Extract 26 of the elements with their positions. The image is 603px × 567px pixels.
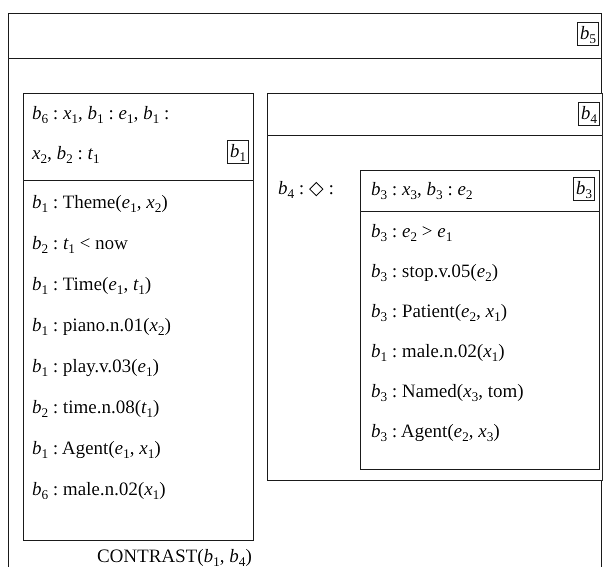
condition: b$_{2}$ : time.n.08(t$_{1}$) (32, 397, 160, 419)
box-label: b$_{5}$ (576, 22, 599, 46)
condition: b$_{1}$ : Time(e$_{1}$, t$_{1}$) (32, 274, 152, 296)
condition: b$_{1}$ : Theme(e$_{1}$, x$_{2}$) (32, 192, 168, 214)
referent-list: b$_{3}$ : x$_{3}$, b$_{3}$ : e$_{2}$ (371, 179, 473, 201)
condition: b$_{3}$ : Named(x$_{3}$, tom) (371, 381, 524, 403)
box-label: b$_{4}$ (578, 102, 600, 126)
box-label: b$_{3}$ (572, 177, 595, 201)
condition: b$_{1}$ : male.n.02(x$_{1}$) (371, 341, 505, 363)
discourse-relation: CONTRAST(b$_{1}$, b$_{4}$) (97, 546, 252, 567)
drs-box (23, 93, 254, 541)
condition: b$_{3}$ : Agent(e$_{2}$, x$_{3}$) (371, 421, 500, 443)
condition: b$_{2}$ : t$_{1}$ < now (32, 233, 128, 255)
drs-box (267, 93, 603, 481)
condition: b$_{3}$ : stop.v.05(e$_{2}$) (371, 261, 498, 283)
drs-box (8, 13, 602, 567)
condition: b$_{1}$ : piano.n.01(x$_{2}$) (32, 315, 171, 337)
condition: b$_{1}$ : play.v.03(e$_{1}$) (32, 356, 159, 378)
condition: b$_{6}$ : male.n.02(x$_{1}$) (32, 479, 166, 501)
condition: b$_{3}$ : Patient(e$_{2}$, x$_{1}$) (371, 301, 508, 323)
condition: b$_{3}$ : e$_{2}$ > e$_{1}$ (371, 221, 452, 243)
modal-operator: b$_{4}$ : ◇ : (278, 178, 334, 200)
drs-box (360, 170, 600, 470)
referent-list: b$_{6}$ : x$_{1}$, b$_{1}$ : e$_{1}$, b$_{1}$ : x$_{2}$, b$_{2}$ : t$_{1}$ (32, 94, 188, 174)
condition: b$_{1}$ : Agent(e$_{1}$, x$_{1}$) (32, 438, 161, 460)
box-label: b$_{1}$ (226, 140, 249, 164)
